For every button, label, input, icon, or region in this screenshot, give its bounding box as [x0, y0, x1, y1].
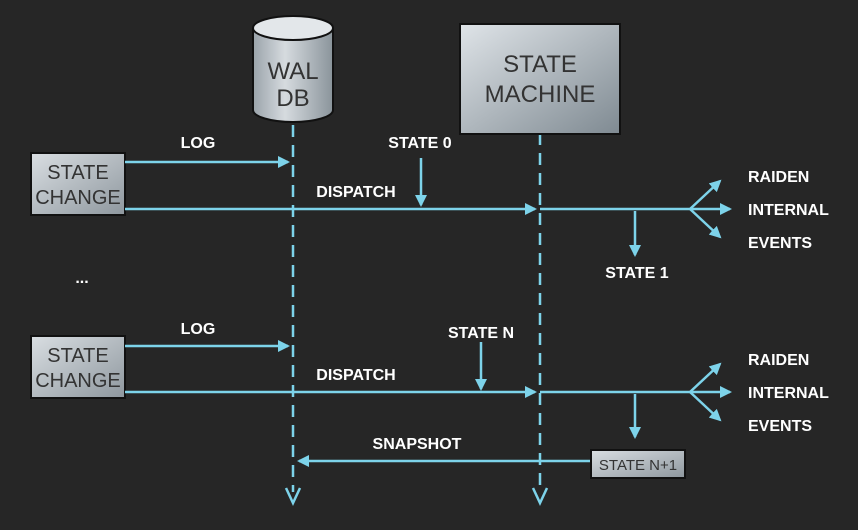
dispatch-label-2: DISPATCH [316, 367, 395, 384]
state-change-2-line1: STATE [47, 345, 108, 367]
event-arrow-2c [689, 391, 722, 422]
state-change-2-line2: CHANGE [35, 370, 121, 392]
state-machine-box: STATE MACHINE [459, 23, 621, 135]
state-change-box-2: STATE CHANGE [30, 335, 126, 399]
wal-db-cylinder: WAL DB [252, 15, 334, 123]
wal-lifeline-arrow [284, 487, 302, 506]
events-label-1-line1: RAIDEN [748, 169, 809, 186]
state-machine-label-line1: STATE [503, 51, 577, 78]
wal-db-label-line1: WAL [267, 58, 318, 85]
snapshot-label: SNAPSHOT [373, 436, 462, 453]
events-label-1-line3: EVENTS [748, 235, 812, 252]
state-machine-label-line2: MACHINE [485, 81, 596, 108]
events-label-2-line1: RAIDEN [748, 352, 809, 369]
dispatch-label-1: DISPATCH [316, 184, 395, 201]
log-label-2: LOG [181, 321, 216, 338]
event-arrow-1a [689, 179, 722, 210]
events-label-2-line3: EVENTS [748, 418, 812, 435]
state-in-label-2: STATE N [448, 325, 514, 342]
event-arrow-2a [689, 362, 722, 393]
state-in-label-1: STATE 0 [388, 135, 452, 152]
state-n-plus-1-label: STATE N+1 [599, 457, 677, 474]
state-change-box-1: STATE CHANGE [30, 152, 126, 216]
events-label-1-line2: INTERNAL [748, 202, 829, 219]
log-label-1: LOG [181, 135, 216, 152]
state-change-1-line1: STATE [47, 162, 108, 184]
ellipsis: ... [75, 270, 88, 287]
events-label-2-line2: INTERNAL [748, 385, 829, 402]
sm-lifeline-arrow [531, 487, 549, 506]
wal-db-label-line2: DB [276, 85, 309, 112]
event-arrow-1c [689, 208, 722, 239]
state-n-plus-1-box: STATE N+1 [590, 449, 686, 479]
state-out-label-1: STATE 1 [605, 265, 669, 282]
state-change-1-line2: CHANGE [35, 187, 121, 209]
